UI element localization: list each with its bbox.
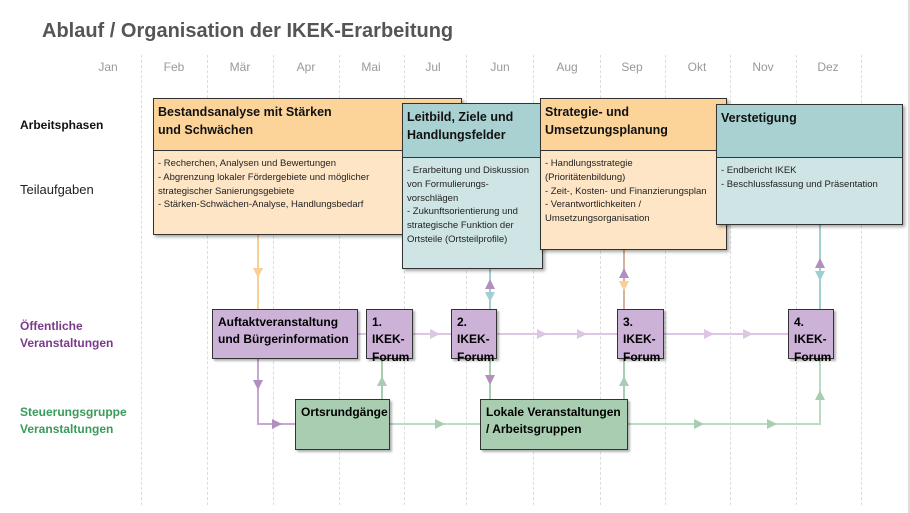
event-ikek-forum-1: 1. IKEK-Forum xyxy=(366,309,413,364)
month-label: Dez xyxy=(817,60,839,74)
month-divider xyxy=(665,55,666,505)
label-teilaufgaben: Teilaufgaben xyxy=(20,182,94,197)
month-label: Mär xyxy=(229,60,251,74)
month-label: Jan xyxy=(98,60,118,74)
month-divider xyxy=(404,55,405,505)
month-divider xyxy=(730,55,731,505)
month-label: Sep xyxy=(621,60,643,74)
month-divider xyxy=(273,55,274,505)
phase-leitbild: Leitbild, Ziele und Handlungsfelder - Er… xyxy=(402,103,543,269)
phase-verstetigung: Verstetigung - Endbericht IKEK - Beschlu… xyxy=(716,104,903,225)
event-lokale-veranstaltungen: Lokale Veranstaltungen / Arbeitsgruppen xyxy=(480,399,628,450)
month-divider xyxy=(141,55,142,505)
month-label: Apr xyxy=(296,60,316,74)
label-oeffentliche: Öffentliche Veranstaltungen xyxy=(20,319,114,351)
month-label: Feb xyxy=(163,60,185,74)
month-divider xyxy=(861,55,862,505)
month-label: Jul xyxy=(425,60,441,74)
month-label: Aug xyxy=(556,60,578,74)
page-title: Ablauf / Organisation der IKEK-Erarbeitu… xyxy=(42,20,454,42)
event-ikek-forum-3: 3. IKEK-Forum xyxy=(617,309,664,364)
month-divider xyxy=(466,55,467,505)
month-divider xyxy=(600,55,601,505)
month-label: Mai xyxy=(361,60,381,74)
month-divider xyxy=(207,55,208,505)
event-ikek-forum-4: 4. IKEK-Forum xyxy=(788,309,834,364)
label-arbeitsphasen: Arbeitsphasen xyxy=(20,118,104,132)
month-label: Jun xyxy=(490,60,510,74)
month-divider xyxy=(533,55,534,505)
label-steuerungsgruppe: Steuerungsgruppe Veranstaltungen xyxy=(20,405,127,437)
event-ortsrundgaenge: Ortsrundgänge xyxy=(295,399,390,450)
month-divider xyxy=(796,55,797,505)
phase-strategie: Strategie- und Umsetzungsplanung - Handl… xyxy=(540,98,727,250)
event-auftakt: Auftaktveranstaltung und Bürgerinformati… xyxy=(212,309,358,359)
event-ikek-forum-2: 2. IKEK-Forum xyxy=(451,309,497,364)
month-label: Nov xyxy=(752,60,774,74)
month-label: Okt xyxy=(687,60,707,74)
month-divider xyxy=(339,55,340,505)
